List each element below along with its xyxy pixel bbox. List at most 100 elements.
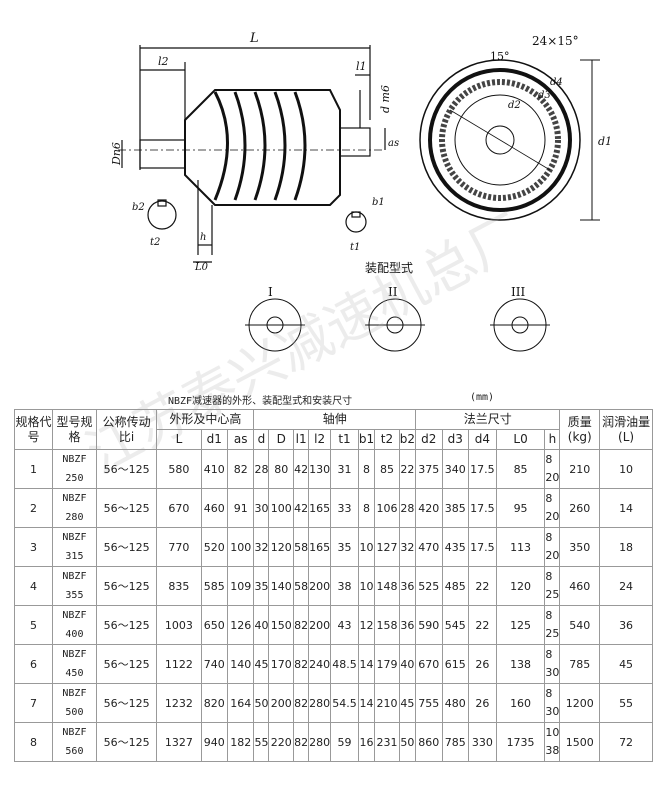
h-line: 8: [545, 492, 553, 505]
column-header-d: d: [253, 429, 270, 450]
column-header-L0: L0: [495, 429, 546, 450]
mass-cell: 210: [559, 449, 601, 489]
value-cell: 210: [374, 683, 400, 723]
value-cell: 130: [308, 449, 332, 489]
ratio-cell: 56～125: [95, 722, 158, 762]
value-cell: 82: [226, 449, 255, 489]
value-cell: 100: [268, 488, 295, 528]
value-cell: 48.5: [330, 644, 359, 684]
column-header-h: h: [544, 429, 561, 450]
value-cell: 22: [468, 566, 497, 606]
value-cell: 785: [441, 722, 470, 762]
dim-l2: l2: [158, 55, 169, 68]
mass-cell: 540: [559, 605, 601, 645]
value-cell: 182: [226, 722, 255, 762]
dim-b1: b1: [372, 197, 385, 208]
assembly-type-label: 装配型式: [365, 261, 413, 275]
header-outline: 外形及中心高: [156, 409, 255, 430]
reducer-technical-drawing: L l2 l1 Dn6 d m6 as b2 t2 h L0 b1 t1 装配型…: [110, 31, 612, 352]
oil-cell: 55: [599, 683, 653, 723]
value-cell: 520: [200, 527, 228, 567]
value-cell: 420: [415, 488, 443, 528]
spec-code-cell: 8: [13, 722, 54, 762]
value-cell: 740: [200, 644, 228, 684]
value-cell: 8: [357, 488, 376, 528]
value-cell: 30: [253, 488, 270, 528]
h-line: 25: [545, 588, 560, 601]
value-cell: 58: [293, 566, 310, 606]
dim-b2: b2: [132, 202, 145, 213]
value-cell: 485: [441, 566, 470, 606]
value-cell: 43: [330, 605, 359, 645]
mass-cell: 1500: [559, 722, 601, 762]
value-cell: 12: [357, 605, 376, 645]
model-line: NBZF: [62, 532, 87, 543]
dim-L: L: [249, 31, 259, 46]
h-line: 30: [545, 666, 560, 679]
value-cell: 179: [374, 644, 400, 684]
value-cell: 545: [441, 605, 470, 645]
value-cell: 26: [468, 683, 497, 723]
dim-d2: d2: [508, 100, 521, 111]
model-line: 560: [65, 746, 84, 757]
value-cell: 670: [156, 488, 202, 528]
value-cell: 33: [330, 488, 359, 528]
oil-cell: 45: [599, 644, 653, 684]
value-cell: 170: [268, 644, 295, 684]
spec-code-cell: 1: [13, 449, 54, 489]
h-line: 8: [545, 453, 553, 466]
oil-cell: 18: [599, 527, 653, 567]
h-line: 38: [545, 744, 560, 757]
oil-cell: 36: [599, 605, 653, 645]
value-cell: 835: [156, 566, 202, 606]
h-line: 20: [545, 549, 560, 562]
h-line: 30: [545, 705, 560, 718]
model-line: NBZF: [62, 493, 87, 504]
value-cell: 148: [374, 566, 400, 606]
value-cell: 231: [374, 722, 400, 762]
value-cell: 17.5: [468, 527, 497, 567]
value-cell: 31: [330, 449, 359, 489]
value-cell: 140: [268, 566, 295, 606]
column-header-D: D: [268, 429, 295, 450]
value-cell: 580: [156, 449, 202, 489]
header-shaft: 轴伸: [253, 409, 417, 430]
h-line: 8: [545, 531, 553, 544]
value-cell: 42: [293, 449, 310, 489]
value-cell: 55: [253, 722, 270, 762]
dim-dm6: d m6: [379, 85, 392, 113]
value-cell: 35: [253, 566, 270, 606]
h-line: 8: [545, 687, 553, 700]
model-line: NBZF: [62, 688, 87, 699]
header-mass: 质量(kg): [559, 409, 601, 450]
spec-code-cell: 7: [13, 683, 54, 723]
value-cell: 36: [398, 566, 417, 606]
ratio-cell: 56～125: [95, 449, 158, 489]
dim-h: h: [200, 232, 206, 243]
value-cell: 26: [468, 644, 497, 684]
value-cell: 10: [357, 566, 376, 606]
value-cell: 22: [468, 605, 497, 645]
value-cell: 585: [200, 566, 228, 606]
value-cell: 28: [398, 488, 417, 528]
value-cell: 85: [374, 449, 400, 489]
value-cell: 240: [308, 644, 332, 684]
value-cell: 16: [357, 722, 376, 762]
value-cell: 14: [357, 683, 376, 723]
value-cell: 120: [495, 566, 546, 606]
model-line: 315: [65, 551, 84, 562]
value-cell: 35: [330, 527, 359, 567]
